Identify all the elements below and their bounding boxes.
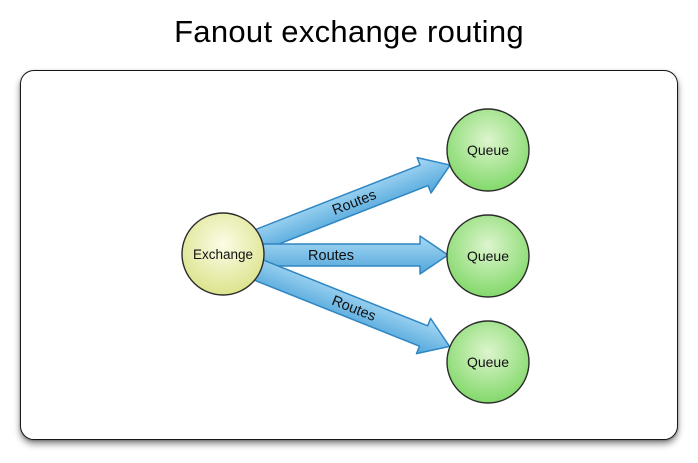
exchange-label: Exchange xyxy=(193,247,253,262)
queue-circle xyxy=(446,320,530,404)
queue-circle xyxy=(446,214,530,298)
node-queue-middle: Queue xyxy=(446,214,530,298)
diagram-title: Fanout exchange routing xyxy=(174,14,524,49)
arrow-shape xyxy=(231,250,451,355)
diagram-panel: Routes Routes Routes Exchange Queue Queu… xyxy=(20,70,678,440)
edge-routes-bottom xyxy=(231,250,451,355)
queue-circle xyxy=(446,108,530,192)
queue-label: Queue xyxy=(467,248,509,264)
queue-label: Queue xyxy=(467,142,509,158)
node-exchange: Exchange xyxy=(181,212,265,296)
diagram-canvas: Routes Routes Routes Exchange Queue Queu… xyxy=(181,108,530,404)
exchange-circle xyxy=(181,212,265,296)
queue-label: Queue xyxy=(467,354,509,370)
node-queue-bottom: Queue xyxy=(446,320,530,404)
node-queue-top: Queue xyxy=(446,108,530,192)
edge-label-routes-middle: Routes xyxy=(308,248,354,264)
